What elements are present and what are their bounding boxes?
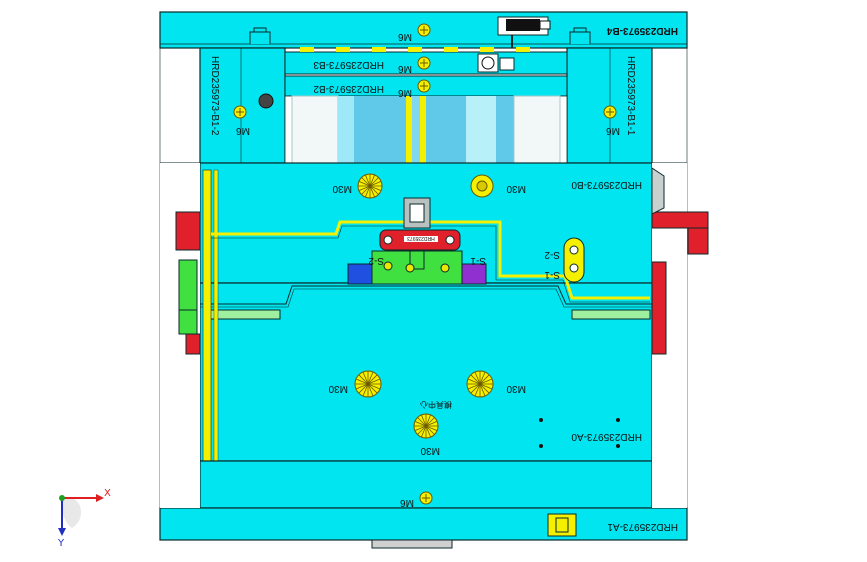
label-m6-left: M6	[236, 125, 250, 136]
m30-bolt-icon	[357, 173, 383, 199]
slider-blue-s2[interactable]	[347, 263, 373, 285]
eyebolt-left	[249, 27, 271, 44]
left-stop-red-top	[185, 333, 201, 355]
label-s1-link: S-1	[544, 269, 560, 280]
label-plate-b2: HRD235973-B2	[313, 83, 384, 94]
label-m30-a0-left: M30	[328, 383, 348, 394]
triad-shadow	[62, 497, 81, 528]
label-m6-top: M6	[398, 31, 412, 42]
label-m6-b2: M6	[398, 87, 412, 98]
label-plate-a0: HRD235973-A0	[571, 431, 642, 442]
support-block-b1-2[interactable]	[199, 47, 286, 164]
m30-bolt-icon	[470, 174, 494, 198]
connector-tip	[539, 20, 551, 30]
label-m6-a1: M6	[400, 497, 414, 508]
location-ring	[371, 539, 453, 549]
label-m30-b0-left: M30	[332, 183, 352, 194]
label-s2-slider: S-2	[368, 255, 384, 266]
label-plate-a1: HRD235973-A1	[607, 521, 678, 532]
x-axis-label: X	[104, 488, 111, 499]
m30-bolt-heads	[354, 173, 494, 439]
label-mold-center: 模具中心	[420, 400, 452, 410]
y-axis-label: Y	[57, 538, 65, 549]
cooling-line	[211, 220, 650, 300]
marker-dots	[539, 418, 620, 448]
label-plate-b1-1: HRD235973-B1-1	[625, 56, 636, 136]
parting-line	[200, 285, 652, 305]
label-plate-b4: HRD235973-B4	[606, 25, 678, 36]
micro-switch	[477, 53, 499, 73]
m30-bolt-icon	[413, 413, 439, 439]
m30-bolt-icon	[466, 370, 494, 398]
label-plate-b0: HRD235973-B0	[571, 179, 642, 190]
left-lock-red-top	[175, 211, 201, 251]
axis-origin-icon	[59, 495, 65, 501]
right-stop-red-top	[651, 261, 667, 355]
label-plate-b3: HRD235973-B3	[313, 59, 384, 70]
label-s2-link: S-2	[544, 249, 560, 260]
dowel-hole	[258, 93, 274, 109]
label-m30-a0-right: M30	[506, 383, 526, 394]
label-m30-b0-right: M30	[506, 183, 526, 194]
label-m6-b3: M6	[398, 63, 412, 74]
label-m6-right: M6	[606, 125, 620, 136]
connector-plug	[506, 19, 540, 31]
m30-bolt-icon	[354, 370, 382, 398]
plate-a1[interactable]	[159, 507, 688, 541]
right-lock-red-top	[651, 211, 709, 229]
slider-block-tag	[404, 236, 438, 242]
label-m30-center: M30	[420, 445, 440, 456]
axis-triad: X Y	[57, 488, 111, 549]
slider-purple-s1[interactable]	[461, 263, 487, 285]
insert-right-green	[571, 309, 651, 320]
eyebolt-right	[569, 27, 591, 44]
left-cylinder-green-top	[178, 259, 198, 335]
ejector-bolt-row	[300, 47, 530, 52]
label-s1-slider: S-1	[470, 255, 486, 266]
slider-block-label: HRD235973	[407, 235, 435, 241]
x-axis-arrow-icon	[96, 494, 104, 502]
label-plate-b1-2: HRD235973-B1-2	[209, 56, 220, 136]
support-block-b1-1[interactable]	[566, 47, 653, 164]
slider-link-yellow	[563, 237, 585, 283]
return-pins	[291, 95, 561, 164]
y-axis-arrow-icon	[58, 528, 66, 536]
